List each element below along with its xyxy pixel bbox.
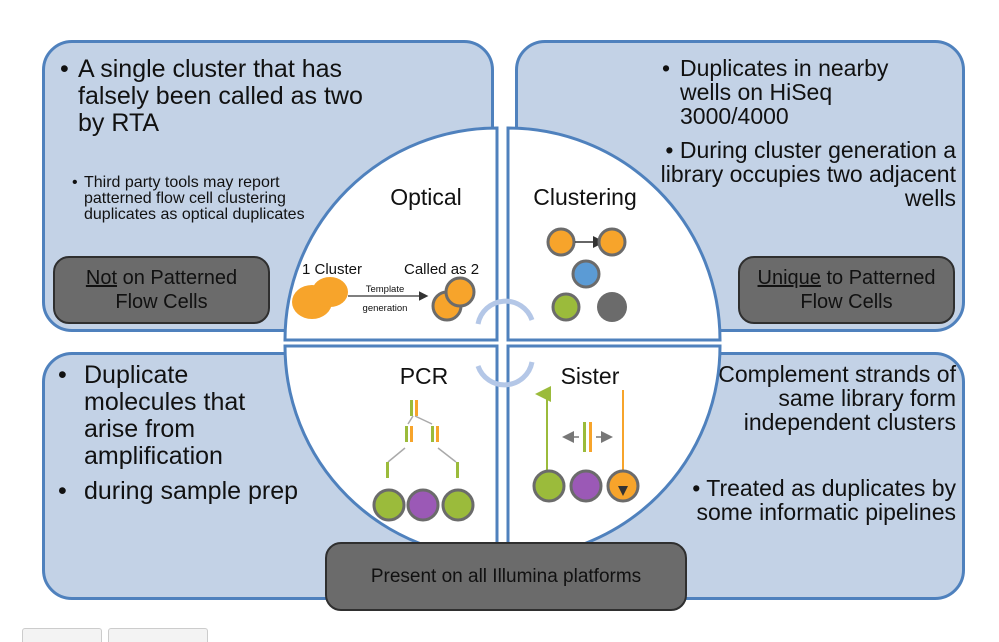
optical-bullet-dot: •: [60, 55, 69, 83]
clustering-bullet-1: Duplicates in nearby wells on HiSeq 3000…: [680, 55, 889, 129]
circle-quadrant-pcr: [283, 344, 499, 560]
called-as-two-cluster-b: [444, 276, 476, 308]
template-label-2: generation: [363, 303, 408, 314]
pcr-strand-top-b: [415, 400, 418, 416]
all-platforms-box: Present on all Illumina platforms: [325, 542, 687, 611]
pcr-strand-low-a: [386, 462, 389, 478]
sister-cluster-purple: [569, 469, 603, 503]
pcr-strand-mid-a: [405, 426, 408, 442]
clustering-well-orange-a: [546, 227, 576, 257]
pcr-branch-left: [407, 415, 414, 425]
pcr-bullet-1: Duplicate molecules that arise from ampl…: [84, 361, 246, 470]
clustering-title: Clustering: [533, 184, 637, 210]
unique-to-patterned-box: Unique to Patterned Flow Cells: [738, 256, 955, 324]
called-as-two-label: Called as 2: [404, 261, 479, 278]
optical-bullet-sub: Third party tools may report patterned f…: [84, 174, 305, 223]
not-on-patterned-box: Not on Patterned Flow Cells: [53, 256, 270, 324]
clustering-well-grey: [597, 292, 627, 322]
pcr-bullet-2-dot: •: [58, 477, 67, 505]
unique-box-line1: to Patterned: [820, 267, 936, 289]
pcr-title: PCR: [400, 363, 449, 389]
cycle-arrow-top: [475, 298, 535, 325]
optical-title: Optical: [390, 184, 462, 210]
not-box-line2: Flow Cells: [115, 291, 208, 313]
pcr-strand-mid-b: [410, 426, 413, 442]
clustering-bullet-1-dot: •: [662, 55, 671, 81]
sister-cluster-green: [532, 469, 566, 503]
not-emphasis: Not: [85, 267, 118, 289]
pcr-strand-mid-d: [436, 426, 439, 442]
not-box-line1: on Patterned: [117, 267, 238, 289]
pcr-cluster-green-b: [441, 488, 475, 522]
bottom-tab-2[interactable]: [108, 628, 208, 642]
clustering-well-green: [551, 292, 581, 322]
pcr-bullet-2: during sample prep: [84, 477, 299, 505]
clustering-well-blue: [571, 259, 601, 289]
pcr-strand-top-a: [410, 400, 413, 416]
bottom-tab-1[interactable]: [22, 628, 102, 642]
optical-bullet-sub-dot: •: [72, 174, 78, 191]
clustering-well-orange-b: [597, 227, 627, 257]
clustering-bullet-2-text: During cluster generation a library occu…: [660, 137, 956, 211]
all-platforms-label: Present on all Illumina platforms: [370, 565, 642, 587]
clustering-bullet-2: • During cluster generation a library oc…: [660, 137, 956, 211]
sister-pair-b: [589, 422, 592, 452]
pcr-strand-mid-c: [431, 426, 434, 442]
pcr-cluster-purple: [406, 488, 440, 522]
sister-pair-a: [583, 422, 586, 452]
sister-bullet-2: • Treated as duplicates by some informat…: [692, 475, 956, 525]
sister-title: Sister: [561, 363, 620, 389]
cycle-arrow-bottom: [475, 361, 535, 388]
pcr-cluster-green-a: [372, 488, 406, 522]
unique-emphasis: Unique: [757, 267, 821, 289]
pcr-strand-low-b: [456, 462, 459, 478]
sister-down-arrowhead: [618, 486, 628, 496]
optical-bullet-main: A single cluster that has falsely been c…: [78, 55, 363, 137]
pcr-branch-right: [414, 415, 433, 425]
pcr-dash-left: [387, 447, 406, 463]
cluster-label: 1 Cluster: [302, 261, 362, 278]
sister-bullet-2-text: Treated as duplicates by some informatic…: [696, 475, 956, 525]
unique-box-line2: Flow Cells: [800, 291, 893, 313]
optical-cluster-blob-b: [312, 277, 348, 307]
pcr-dash-right: [437, 447, 457, 463]
sister-text-1: Complement strands of same library form …: [718, 361, 956, 435]
pcr-bullet-1-dot: •: [58, 361, 67, 389]
template-label-1: Template: [366, 284, 405, 295]
